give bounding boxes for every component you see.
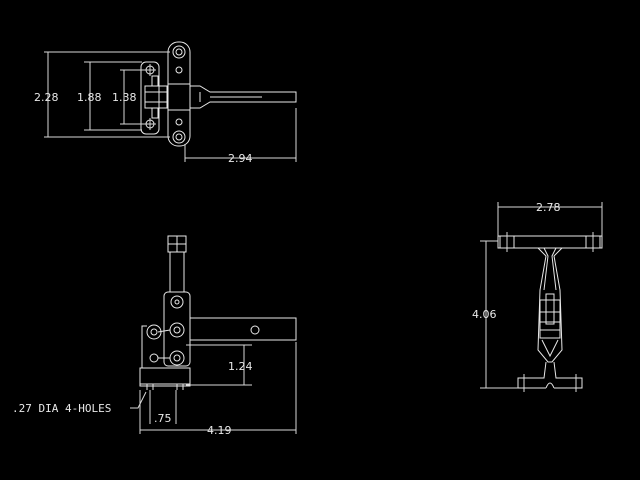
top-view-bar-hole [172, 45, 186, 59]
top-view-bar-hole [172, 130, 186, 144]
top-view-hold-bar [167, 41, 191, 147]
dim-2-28: 2.28 [34, 91, 59, 104]
top-view-base-plate [140, 61, 160, 135]
end-view-body [539, 299, 561, 339]
end-view-yoke [537, 247, 563, 363]
side-view-body [163, 291, 191, 367]
side-view-arm [169, 251, 185, 293]
dim-1-88: 1.88 [77, 91, 102, 104]
side-view-base [139, 367, 191, 387]
dim-4-06: 4.06 [472, 308, 497, 321]
top-view-linkage [144, 85, 168, 109]
dim-1-24: 1.24 [228, 360, 253, 373]
side-view: 1.24 .75 4.19 .27 DIA 4-HOLES [12, 235, 297, 437]
dim-0-75: .75 [154, 412, 172, 425]
end-view-top-bar [497, 235, 603, 249]
dim-4-19: 4.19 [207, 424, 232, 437]
dim-2-94: 2.94 [228, 152, 253, 165]
hole-callout: .27 DIA 4-HOLES [12, 402, 111, 415]
top-view-handle [190, 85, 297, 109]
end-view-foot-right [553, 361, 583, 389]
side-view-handle-hole [250, 325, 260, 335]
dim-1-38: 1.38 [112, 91, 137, 104]
side-view-handle [190, 317, 297, 341]
end-view: 2.78 4.06 [472, 201, 603, 392]
end-view-foot-left [517, 361, 547, 389]
dim-2-78: 2.78 [536, 201, 561, 214]
top-view: 2.28 1.88 1.38 2.94 [34, 41, 297, 165]
